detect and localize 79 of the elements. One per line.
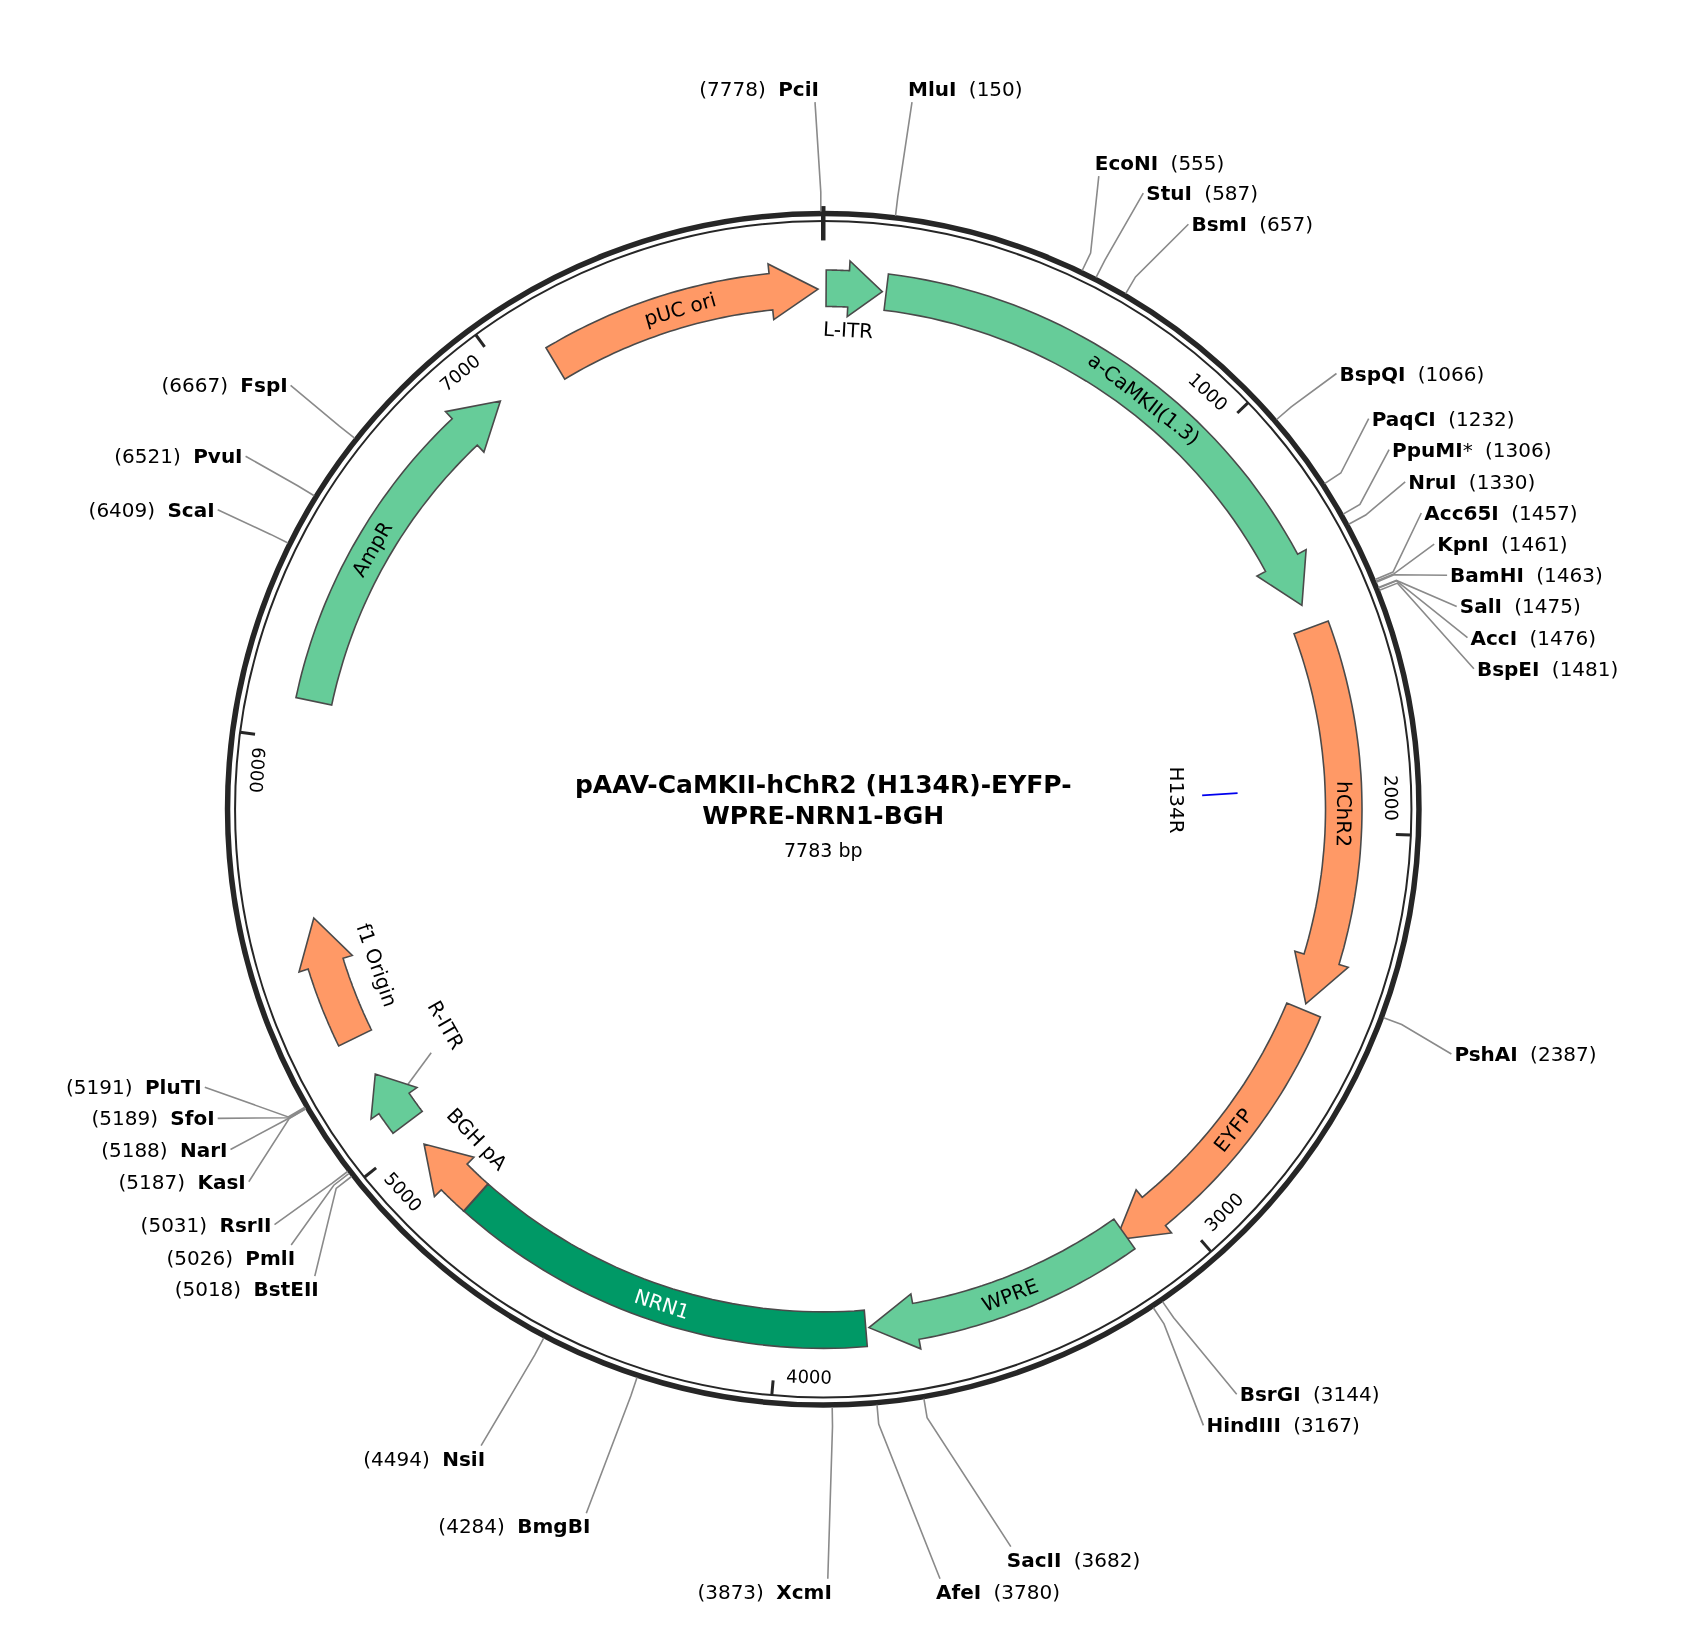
restriction-site-label: (6521) PvuI bbox=[114, 444, 243, 469]
leader-line bbox=[480, 1337, 545, 1447]
feature-label: pUC ori bbox=[641, 288, 719, 330]
restriction-site-label: KpnI (1461) bbox=[1437, 532, 1568, 557]
leader-line bbox=[1095, 192, 1145, 279]
leader-line bbox=[216, 509, 289, 544]
leader-line bbox=[314, 1175, 353, 1277]
leader-line bbox=[585, 1376, 638, 1515]
leader-line bbox=[1378, 582, 1475, 670]
feature-label: hChR2 bbox=[1332, 780, 1356, 847]
restriction-site-label: BspEI (1481) bbox=[1476, 656, 1619, 681]
feature-label: WPRE bbox=[978, 1274, 1041, 1316]
leader-line bbox=[289, 384, 356, 439]
restriction-site-label: EcoNI (555) bbox=[1094, 151, 1225, 176]
leader-line bbox=[1377, 579, 1469, 639]
restriction-site-label: PshAI (2387) bbox=[1454, 1042, 1597, 1066]
leader-line bbox=[923, 1397, 1012, 1548]
feature-label: L-ITR bbox=[822, 317, 874, 343]
restriction-site-label: (4284) BmgBI bbox=[438, 1514, 591, 1539]
leader-line bbox=[244, 455, 315, 497]
leader-line bbox=[290, 1172, 350, 1246]
leader-line bbox=[1323, 417, 1370, 485]
mutation-label: H134R bbox=[1166, 766, 1189, 834]
restriction-site-label: NruI (1330) bbox=[1408, 469, 1536, 494]
restriction-site-label: BamHI (1463) bbox=[1450, 563, 1603, 588]
leader-line bbox=[1081, 175, 1100, 272]
leader-line bbox=[229, 1107, 307, 1151]
leader-line bbox=[894, 101, 913, 217]
leader-line bbox=[1374, 512, 1423, 581]
restriction-site-label: (5191) PluTI bbox=[66, 1075, 202, 1100]
restriction-site-label: (5188) NarI bbox=[101, 1137, 228, 1162]
feature-label: NRN1 bbox=[632, 1285, 693, 1324]
leader-line bbox=[1152, 1307, 1205, 1427]
restriction-site-label: MluI (150) bbox=[908, 77, 1023, 102]
leader-line bbox=[216, 1107, 307, 1120]
leader-line bbox=[1124, 223, 1190, 295]
leader-line bbox=[1375, 543, 1435, 583]
restriction-site-label: StuI (587) bbox=[1146, 181, 1259, 206]
tick-label: 6000 bbox=[245, 746, 269, 794]
restriction-site-label: SacII (3682) bbox=[1006, 1547, 1141, 1572]
tick-label: 2000 bbox=[1380, 775, 1402, 822]
restriction-site-label: (7778) PciI bbox=[699, 77, 819, 102]
restriction-site-label: PaqCI (1232) bbox=[1371, 406, 1515, 431]
plasmid-size: 7783 bp bbox=[784, 839, 863, 861]
restriction-site-label: AccI (1476) bbox=[1470, 625, 1596, 650]
restriction-site-label: BsrGI (3144) bbox=[1239, 1382, 1380, 1407]
restriction-site-label: (4494) NsiI bbox=[363, 1446, 486, 1471]
leader-line bbox=[827, 1406, 834, 1580]
leader-line bbox=[1382, 1017, 1453, 1055]
leader-line bbox=[1161, 1300, 1238, 1396]
restriction-site-label: (5026) PmlI bbox=[166, 1245, 296, 1270]
restriction-site-label: (5189) SfoI bbox=[91, 1106, 215, 1131]
leader-line bbox=[1275, 372, 1338, 421]
restriction-site-label: (6409) ScaI bbox=[88, 497, 215, 522]
restriction-site-label: SalI (1475) bbox=[1459, 594, 1581, 619]
restriction-site-label: BsmI (657) bbox=[1191, 212, 1313, 237]
restriction-site-label: BspQI (1066) bbox=[1339, 361, 1485, 386]
restriction-site-label: (3873) XcmI bbox=[697, 1579, 832, 1604]
restriction-site-label: Acc65I (1457) bbox=[1424, 501, 1578, 526]
restriction-site-label: (5031) RsrII bbox=[140, 1212, 272, 1237]
plasmid-name: pAAV-CaMKII-hChR2 (H134R)-EYFP-WPRE-NRN1-BGH bbox=[573, 768, 1073, 831]
restriction-site-label: PpuMI* (1306) bbox=[1392, 437, 1552, 462]
tick-label: 4000 bbox=[786, 1366, 833, 1388]
leader-line bbox=[204, 1086, 306, 1118]
feature-label: f1 Origin bbox=[352, 920, 402, 1010]
leader-line bbox=[1342, 448, 1390, 515]
restriction-site-label: (5018) BstEII bbox=[174, 1277, 319, 1302]
leader-line bbox=[814, 101, 822, 213]
leader-line bbox=[273, 1170, 349, 1226]
leader-line bbox=[1377, 579, 1458, 608]
leader-line bbox=[1375, 574, 1448, 583]
leader-line bbox=[876, 1403, 941, 1580]
leader-line bbox=[1347, 481, 1406, 525]
restriction-site-label: AfeI (3780) bbox=[935, 1579, 1060, 1604]
restriction-site-label: (6667) FspI bbox=[161, 373, 288, 398]
leader-line bbox=[248, 1108, 307, 1183]
leader-line bbox=[407, 1052, 432, 1085]
restriction-site-label: HindIII (3167) bbox=[1206, 1413, 1360, 1438]
restriction-site-label: (5187) KasI bbox=[118, 1169, 246, 1194]
